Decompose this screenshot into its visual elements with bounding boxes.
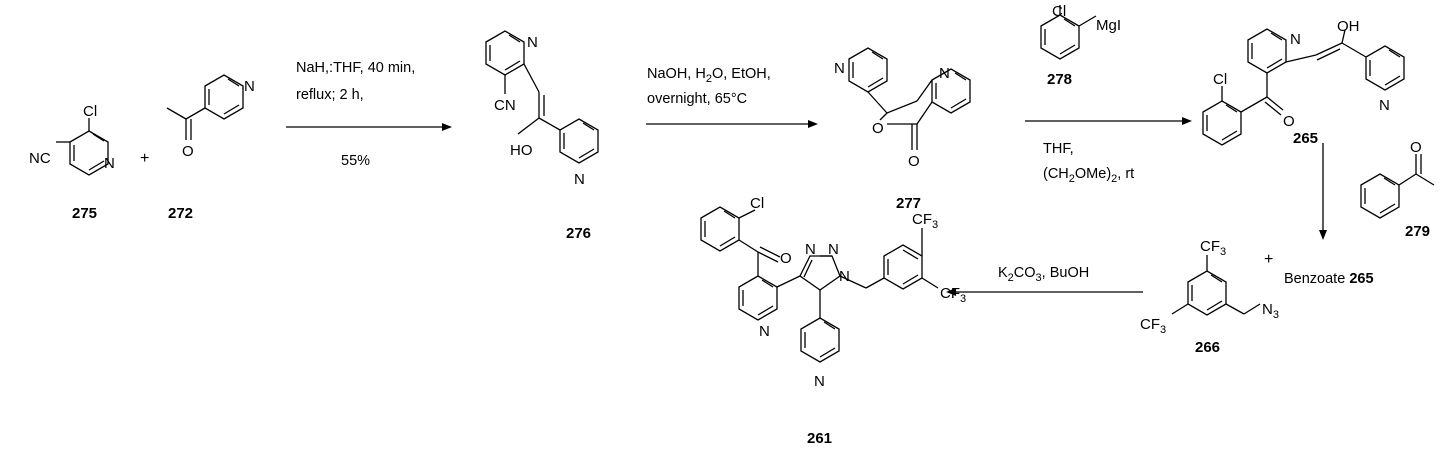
compound-275-structure: NC Cl N	[29, 103, 115, 176]
arrow-head-2	[808, 120, 818, 128]
atom-n: N	[244, 78, 255, 95]
atom-cf3: CF3	[1140, 316, 1166, 336]
atom-n: N	[1379, 97, 1390, 114]
compound-277-structure: N N O O	[834, 47, 971, 170]
arrow-head-3	[1182, 117, 1192, 125]
conditions-step1-line2: reflux; 2 h,	[296, 87, 364, 103]
atom-nc: NC	[29, 150, 51, 167]
compound-276-structure: N CN HO N	[485, 30, 599, 188]
compound-label-279: 279	[1405, 223, 1430, 240]
atom-cl: Cl	[1213, 71, 1227, 88]
atom-cl: Cl	[1052, 3, 1066, 20]
compound-278-structure: Cl MgI	[1040, 3, 1121, 60]
compound-label-265: 265	[1293, 130, 1318, 147]
atom-n: N	[814, 373, 825, 390]
atom-n3: N3	[1262, 301, 1279, 321]
atom-cf3: CF3	[1200, 238, 1226, 258]
atom-mgi: MgI	[1096, 17, 1121, 34]
atom-n: N	[939, 65, 950, 82]
conditions-step3-line2: (CH2OMe)2, rt	[1043, 166, 1134, 185]
arrow-head-5	[946, 288, 956, 296]
atom-cf3: CF3	[940, 285, 966, 305]
conditions-step3-line1: THF,	[1043, 141, 1074, 157]
compound-label-275: 275	[72, 205, 97, 222]
atom-n: N	[834, 60, 845, 77]
atom-n: N	[828, 241, 839, 258]
atom-o: O	[1410, 139, 1422, 156]
compound-label-266: 266	[1195, 339, 1220, 356]
conditions-step1-line1: NaH,:THF, 40 min,	[296, 60, 415, 76]
atom-o: O	[780, 250, 792, 267]
compound-label-261: 261	[807, 430, 832, 447]
atom-o: O	[1283, 113, 1295, 130]
compound-265-structure: N OH N O Cl	[1202, 18, 1405, 146]
benzoate-label: Benzoate 265	[1284, 271, 1374, 287]
conditions-step2-line1: NaOH, H2O, EtOH,	[647, 66, 771, 85]
compound-label-276: 276	[566, 225, 591, 242]
compound-label-278: 278	[1047, 71, 1072, 88]
arrow-head-4	[1319, 230, 1327, 240]
compound-279-structure: O	[1360, 139, 1435, 219]
atom-n: N	[1290, 31, 1301, 48]
atom-n: N	[574, 171, 585, 188]
atom-o: O	[908, 153, 920, 170]
conditions-step5: K2CO3, BuOH	[998, 265, 1089, 284]
compound-label-272: 272	[168, 205, 193, 222]
atom-n: N	[805, 241, 816, 258]
compound-266-structure: CF3 CF3 N3 +	[1140, 238, 1279, 336]
conditions-step1-yield: 55%	[341, 153, 370, 169]
atom-cl: Cl	[83, 103, 97, 120]
atom-n: N	[104, 155, 115, 172]
atom-oh: OH	[1337, 18, 1360, 35]
atom-cn: CN	[494, 97, 516, 114]
atom-o: O	[872, 120, 884, 137]
plus-sign: +	[140, 150, 149, 167]
atom-ho: HO	[510, 142, 533, 159]
atom-n: N	[527, 34, 538, 51]
compound-272-structure: N O	[166, 74, 255, 160]
arrow-head-1	[442, 123, 452, 131]
compound-261-structure: Cl O N N N N N CF3 CF3	[700, 195, 966, 390]
atom-cl: Cl	[750, 195, 764, 212]
conditions-step2-line2: overnight, 65°C	[647, 91, 747, 107]
atom-n: N	[839, 268, 850, 285]
atom-cf3: CF3	[912, 211, 938, 231]
plus-sign: +	[1264, 251, 1273, 268]
atom-o: O	[182, 143, 194, 160]
compound-label-277: 277	[896, 195, 921, 212]
atom-n: N	[759, 323, 770, 340]
